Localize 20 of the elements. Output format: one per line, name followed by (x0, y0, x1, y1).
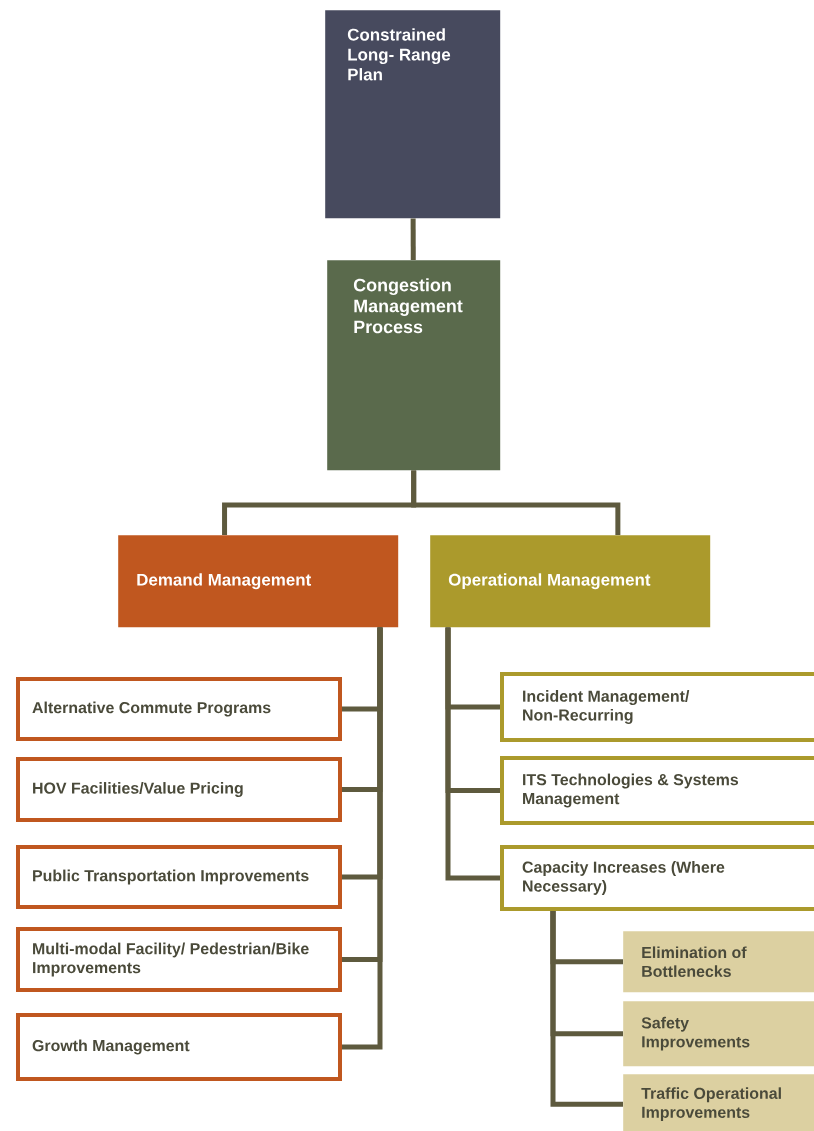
strategy-box: Alternative Commute Programs (16, 677, 342, 741)
connector-line (445, 627, 500, 881)
sub-strategy-box: Safety Improvements (623, 1001, 814, 1067)
connector-line (550, 911, 623, 1107)
strategy-box: Multi-modal Facility/ Pedestrian/Bike Improvements (16, 927, 342, 992)
connector-line (342, 627, 383, 1050)
strategy-box: Capacity Increases (Where Necessary) (500, 845, 814, 911)
strategy-box: Growth Management (16, 1013, 342, 1081)
strategy-box: Public Transportation Improvements (16, 845, 342, 909)
process-box: Congestion Management Process (327, 260, 501, 471)
connector-line (411, 470, 621, 535)
category-box: Operational Management (430, 535, 711, 628)
strategy-box: ITS Technologies & Systems Management (500, 756, 814, 825)
category-box: Demand Management (118, 535, 399, 628)
strategy-box: HOV Facilities/Value Pricing (16, 757, 342, 822)
connector-line (410, 218, 416, 260)
sub-strategy-box: Traffic Operational Improvements (623, 1074, 814, 1131)
strategy-box: Incident Management/ Non-Recurring (500, 672, 814, 742)
plan-box: Constrained Long- Range Plan (325, 10, 501, 219)
sub-strategy-box: Elimination of Bottlenecks (623, 931, 814, 993)
